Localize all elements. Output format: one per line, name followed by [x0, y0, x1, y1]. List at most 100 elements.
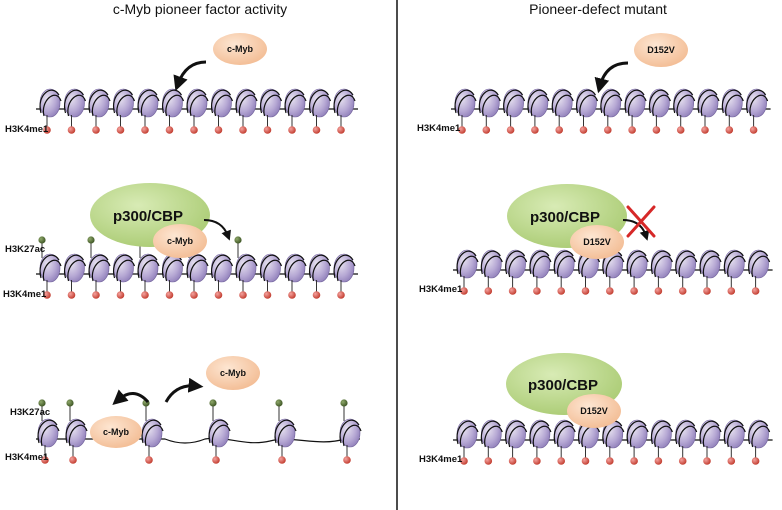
myb-factor: [213, 33, 267, 65]
dna-wrap: [211, 424, 231, 447]
dna-wrap: [676, 94, 696, 117]
h3k4me1-mark: [458, 126, 466, 134]
h3k4me1-mark: [606, 287, 614, 295]
h3k4me1-mark: [676, 126, 685, 134]
h3k4me1-mark: [116, 291, 125, 299]
h3k4me1-label: H3K4me1: [5, 124, 49, 135]
h3k4me1-mark: [92, 126, 100, 134]
acetylation-arrow: [203, 219, 231, 241]
h3k4me1-mark: [239, 291, 247, 299]
dna-wrap: [112, 89, 134, 114]
h3k4me1-mark: [533, 287, 541, 295]
h3k4me1-mark: [555, 126, 563, 134]
dna-wrap: [532, 425, 552, 448]
h3k4me1-mark: [725, 126, 734, 134]
dna-wrap: [581, 255, 601, 278]
h3k4me1-mark: [604, 126, 612, 134]
binding-arrow: [173, 60, 207, 92]
dna-wrap: [605, 255, 625, 278]
h3k4me1-mark: [165, 291, 174, 299]
dna-wrap: [725, 94, 744, 117]
myb-factor: [153, 224, 207, 258]
dna-wrap: [723, 250, 744, 275]
h3k4me1-mark: [263, 291, 272, 299]
h3k27ac-mark: [38, 399, 46, 407]
dna-wrap: [556, 255, 576, 278]
h3k4me1-mark: [278, 456, 286, 464]
dna-wrap: [141, 419, 162, 444]
dna-wrap: [532, 255, 552, 278]
dna-wrap: [274, 419, 295, 444]
dna-wrap: [700, 94, 720, 117]
dna-wrap: [189, 259, 209, 282]
h3k27ac-mark: [209, 399, 217, 407]
dna-wrap: [63, 254, 85, 279]
dna-wrap: [333, 254, 354, 279]
dna-wrap: [37, 419, 58, 444]
dna-wrap: [746, 89, 767, 114]
dna-wrap: [88, 89, 109, 114]
nucleosome-array: [36, 236, 358, 299]
h3k4me1-mark: [654, 287, 663, 295]
p300-cbp-label: p300/CBP: [528, 377, 598, 394]
myb-factor-label: c-Myb: [227, 44, 254, 54]
dna-wrap: [39, 254, 60, 279]
dna-wrap: [654, 255, 673, 278]
h3k4me1-mark: [751, 457, 760, 465]
h3k4me1-mark: [43, 291, 51, 299]
dna-wrap: [699, 420, 720, 445]
h3k27ac-mark: [275, 399, 283, 407]
dna-wrap: [505, 420, 526, 445]
dna-wrap: [675, 420, 696, 445]
h3k4me1-label: H3K4me1: [419, 284, 463, 295]
h3k4me1-mark: [727, 287, 736, 295]
h3k4me1-mark: [145, 456, 153, 464]
dna-wrap: [42, 94, 62, 117]
dna-wrap: [508, 425, 528, 448]
dna-wrap: [627, 94, 647, 117]
dna-wrap: [527, 89, 548, 114]
dna-wrap: [144, 424, 164, 447]
right-row1-mutant-group: D152V: [594, 33, 688, 94]
right-row3-complex-group: p300/CBP D152V: [506, 353, 622, 428]
myb-factor-label: c-Myb: [103, 427, 130, 437]
left-row3-group: c-Myb c-Myb: [90, 356, 260, 448]
nucleosome-array: [453, 419, 773, 465]
dna-wrap: [336, 259, 356, 282]
dna-wrap: [629, 425, 649, 448]
dna-wrap: [553, 420, 574, 445]
left-panel-title: c-Myb pioneer factor activity: [113, 1, 287, 17]
h3k4me1-mark: [703, 457, 711, 465]
dna-wrap: [457, 94, 477, 117]
h3k4me1-mark: [116, 126, 125, 134]
dna-wrap: [140, 94, 160, 117]
myb-factor-free: [206, 356, 260, 390]
nucleosome-arrays: [36, 88, 773, 465]
h3k4me1-mark: [630, 287, 638, 295]
dna-wrap: [214, 259, 234, 282]
d152v-factor: [634, 33, 688, 67]
dna-wrap: [626, 420, 647, 445]
dna-wrap: [723, 420, 744, 445]
dna-wrap: [68, 424, 88, 447]
h3k4me1-mark: [312, 126, 321, 134]
dna-wrap: [748, 250, 769, 275]
h3k27ac-mark: [87, 236, 95, 244]
dna-wrap: [480, 250, 501, 275]
dna-wrap: [186, 89, 207, 114]
h3k4me1-mark: [165, 126, 174, 134]
dna-wrap: [116, 94, 136, 117]
dna-wrap: [235, 89, 256, 114]
dna-wrap: [605, 425, 625, 448]
dna-wrap: [308, 254, 330, 279]
h3k4me1-mark: [508, 287, 517, 295]
dna-wrap: [210, 254, 232, 279]
dna-wrap: [581, 425, 601, 448]
h3k4me1-mark: [678, 457, 687, 465]
h3k4me1-mark: [190, 291, 198, 299]
dna-wrap: [137, 254, 158, 279]
dna-wrap: [624, 89, 645, 114]
dna-wrap: [508, 255, 528, 278]
h3k4me1-mark: [703, 287, 711, 295]
dna-wrap: [480, 420, 501, 445]
